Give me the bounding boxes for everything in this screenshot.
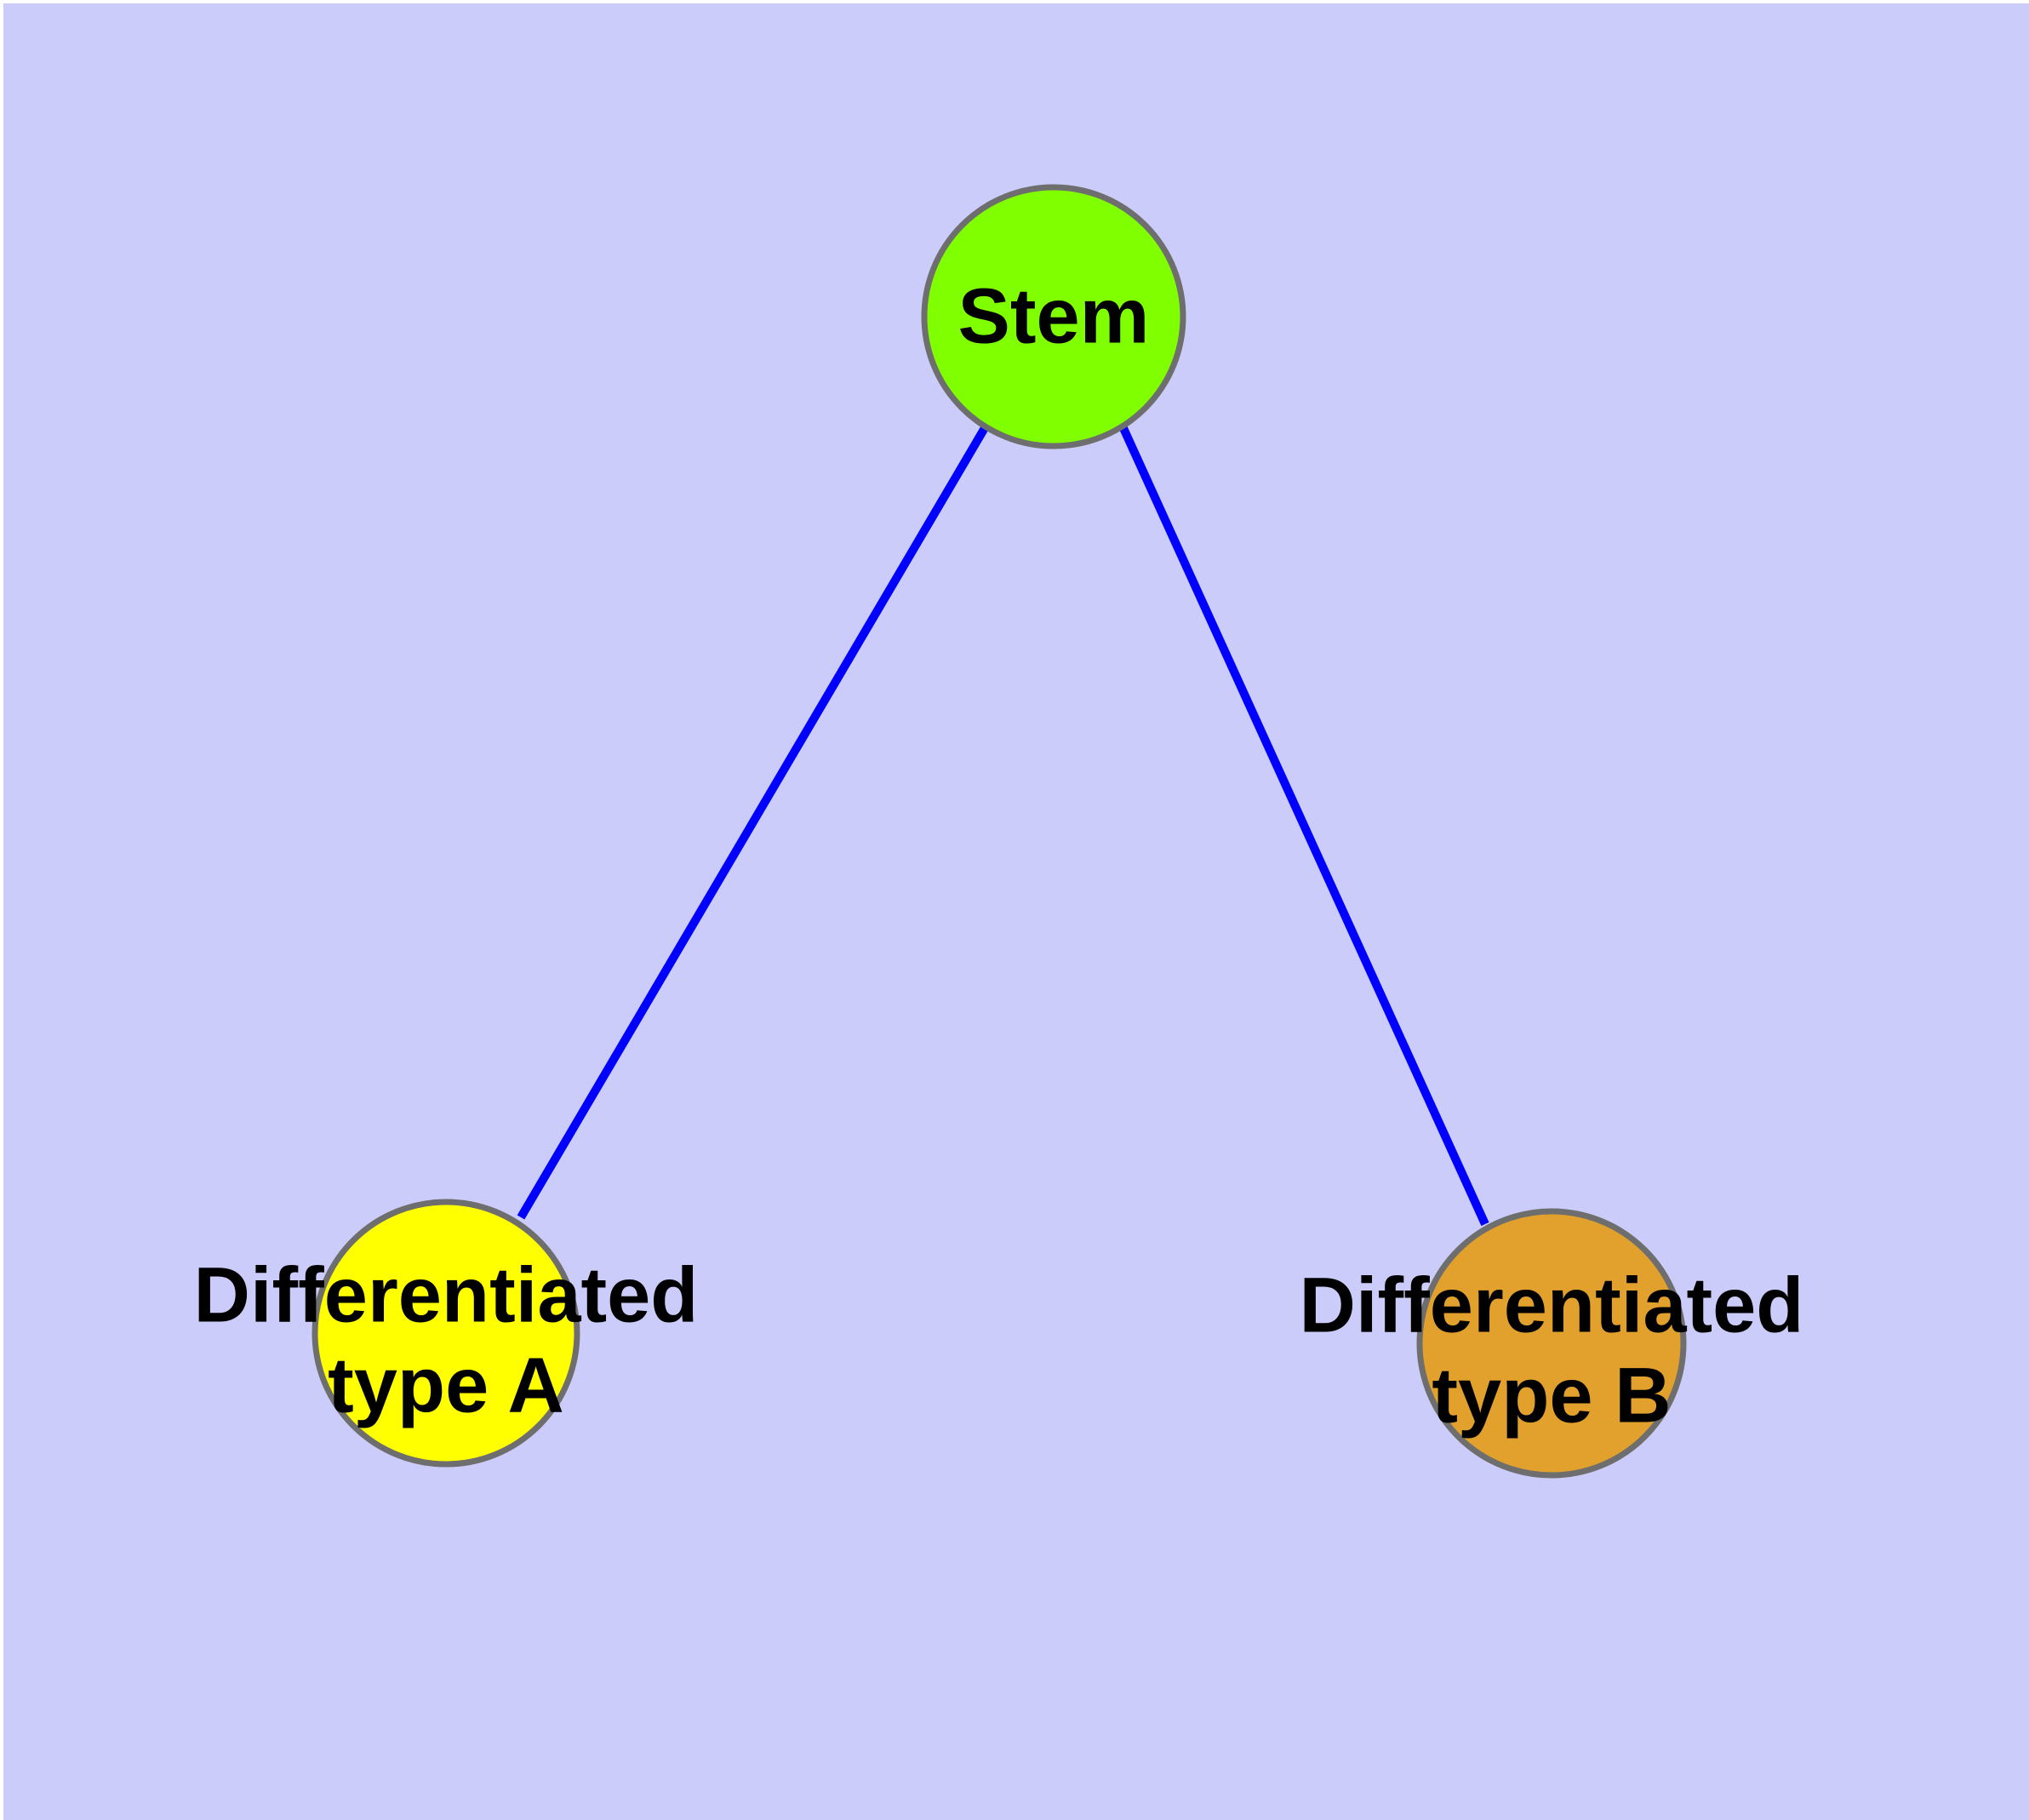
node-stem[interactable]: Stem	[921, 184, 1186, 449]
node-differentiated-type-a-circle[interactable]	[311, 1199, 580, 1468]
node-layer: Stem Differentiated type A Differentiate…	[194, 184, 1804, 1479]
edge-layer	[517, 424, 1489, 1227]
node-differentiated-type-a-label-line1: Differentiated	[194, 1251, 699, 1338]
node-differentiated-type-b-label-line2: type B	[1432, 1352, 1671, 1439]
edge-stem-to-differentiated-type-b[interactable]	[1119, 426, 1489, 1227]
node-differentiated-type-a-label-line2: type A	[328, 1342, 564, 1428]
node-differentiated-type-a[interactable]: Differentiated type A	[194, 1199, 699, 1468]
node-stem-circle[interactable]	[921, 184, 1186, 449]
node-differentiated-type-b[interactable]: Differentiated type B	[1300, 1208, 1804, 1479]
node-differentiated-type-b-label-line1: Differentiated	[1300, 1262, 1804, 1348]
edge-stem-to-differentiated-type-a[interactable]	[517, 424, 990, 1220]
node-stem-label: Stem	[958, 272, 1150, 359]
node-differentiated-type-b-circle[interactable]	[1416, 1208, 1687, 1479]
